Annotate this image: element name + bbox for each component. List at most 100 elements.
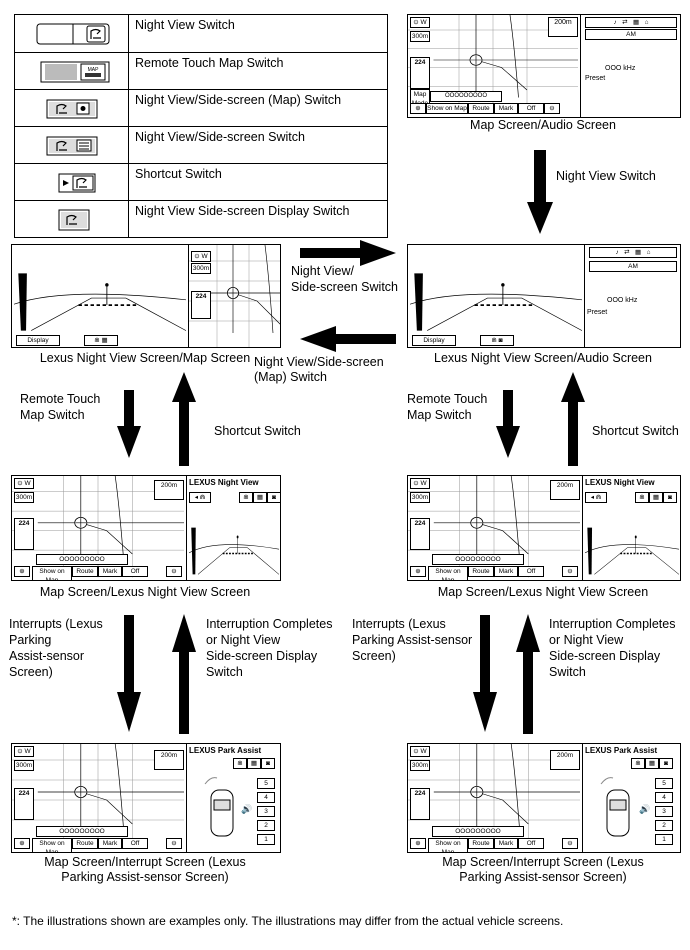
route-button[interactable]: Route (72, 838, 98, 849)
level-4: 4 (655, 792, 673, 803)
night-view-title: LEXUS Night View (189, 478, 259, 487)
caption-map-night-right: Map Screen/Lexus Night View Screen (437, 585, 649, 599)
zoom-in-button[interactable]: ⊕ (14, 838, 30, 849)
level-5: 5 (257, 778, 275, 789)
legend-icon-cell (15, 201, 129, 238)
night-view-side-icon[interactable]: ⋒ ▦ (84, 335, 118, 346)
route-button[interactable]: Route (72, 566, 98, 577)
label-shortcut: Shortcut Switch (592, 424, 679, 438)
mark-button[interactable]: Mark (98, 838, 122, 849)
mark-button[interactable]: Mark (494, 838, 518, 849)
map-night-view-screen-left: ⊙ W 300m 224 200m OOOOOOOOO ⊕ Show on Ma… (11, 475, 281, 581)
show-on-map-button[interactable]: Show on Map (32, 566, 72, 580)
route-button[interactable]: Route (468, 566, 494, 577)
speed-label: 224 (14, 518, 34, 550)
level-2: 2 (257, 820, 275, 831)
off-button[interactable]: Off (518, 838, 544, 849)
label-interrupts: Interrupts (Lexus (9, 617, 103, 631)
speed-label: 224 (410, 518, 430, 550)
arrow-right (300, 240, 396, 266)
arrow-down (117, 390, 141, 458)
label-completes: Interruption Completes (549, 617, 676, 631)
label-side-map-switch: Night View/Side-screen (254, 355, 384, 369)
scale-label: 300m (14, 760, 34, 771)
show-on-map-button[interactable]: Show on Map (426, 103, 468, 114)
off-button[interactable]: Off (518, 103, 544, 114)
label-completes: Interruption Completes (206, 617, 333, 631)
arrow-up (516, 614, 540, 734)
label-side-screen-switch: Side-screen Switch (291, 280, 398, 294)
mark-button[interactable]: Mark (98, 566, 122, 577)
off-button[interactable]: Off (518, 566, 544, 577)
zoom-in-button[interactable]: ⊕ (410, 103, 426, 114)
caption-night-audio: Lexus Night View Screen/Audio Screen (434, 351, 652, 365)
caption-interrupt-left: Parking Assist-sensor Screen) (61, 870, 229, 884)
level-3: 3 (257, 806, 275, 817)
side-map: ⊙ W 300m 224 (188, 245, 280, 347)
map-night-view-screen-right: ⊙ W 300m 224 200m OOOOOOOOO ⊕ Show on Ma… (407, 475, 681, 581)
show-on-map-button[interactable]: Show on Map (428, 838, 468, 852)
mark-button[interactable]: Mark (494, 103, 518, 114)
legend-row: Night View Side-screen Display Switch (15, 200, 387, 238)
label-remote-touch: Map Switch (20, 408, 85, 422)
footnote: *: The illustrations shown are examples … (12, 914, 564, 928)
audio-panel: ♪ ⇄ ▦ ⌂ AM OOO kHz Preset (580, 15, 680, 117)
night-view-side-icon (46, 136, 98, 156)
mark-button[interactable]: Mark (494, 566, 518, 577)
preset-label: Preset (587, 309, 608, 316)
label-interrupts: Screen) (9, 665, 53, 679)
show-on-map-button[interactable]: Show on Map (428, 566, 468, 580)
level-3: 3 (655, 806, 673, 817)
label-night-view-switch: Night View Switch (556, 169, 656, 183)
zoom-out-button[interactable]: ⊖ (562, 838, 578, 849)
night-view-side-map-icon[interactable]: ⋒ ◙ (480, 335, 514, 346)
legend-label: Remote Touch Map Switch (135, 56, 284, 70)
legend-icon-cell (15, 127, 129, 164)
zoom-out-button[interactable]: ⊖ (544, 103, 560, 114)
night-view-title: LEXUS Night View (585, 478, 655, 487)
distance-label: 200m (548, 17, 578, 37)
show-on-map-button[interactable]: Show on Map (32, 838, 72, 852)
zoom-out-button[interactable]: ⊖ (166, 838, 182, 849)
interrupt-screen-right: ⊙ W 300m 224 200m OOOOOOOOO ⊕ Show on Ma… (407, 743, 681, 853)
display-button[interactable]: Display (412, 335, 456, 346)
route-button[interactable]: Route (468, 103, 494, 114)
label-remote-touch: Map Switch (407, 408, 472, 422)
frequency-label: OOO kHz (605, 65, 636, 72)
off-button[interactable]: Off (122, 566, 148, 577)
label-remote-touch: Remote Touch (407, 392, 488, 406)
label-completes: Side-screen Display (206, 649, 318, 663)
arrow-up (172, 372, 196, 466)
car-icon (600, 777, 630, 837)
zoom-out-button[interactable]: ⊖ (562, 566, 578, 577)
road-name-bar: OOOOOOOOO (36, 554, 128, 565)
zoom-in-button[interactable]: ⊕ (410, 838, 426, 849)
label-completes: or Night View (206, 633, 281, 647)
legend-icon-cell (15, 164, 129, 201)
level-1: 1 (257, 834, 275, 845)
legend-row: Night View Switch (15, 15, 387, 52)
caption-night-map: Lexus Night View Screen/Map Screen (39, 351, 251, 365)
distance-label: 200m (550, 750, 580, 770)
label-shortcut: Shortcut Switch (214, 424, 301, 438)
night-view-side-panel: LEXUS Night View ◂ ⋒ ⋒ ▦ ◙ (186, 476, 280, 580)
park-assist-title: LEXUS Park Assist (189, 746, 262, 755)
zoom-in-button[interactable]: ⊕ (410, 566, 426, 577)
legend-row: Night View/Side-screen (Map) Switch (15, 89, 387, 127)
compass-button[interactable]: ⊙ W (410, 17, 430, 28)
zoom-in-button[interactable]: ⊕ (14, 566, 30, 577)
distance-label: 200m (154, 480, 184, 500)
route-button[interactable]: Route (468, 838, 494, 849)
zoom-out-button[interactable]: ⊖ (166, 566, 182, 577)
arrow-up (172, 614, 196, 734)
legend-icon-cell: MAP (15, 53, 129, 90)
speed-label: 224 (410, 57, 430, 89)
interrupt-screen-left: ⊙ W 300m 224 200m OOOOOOOOO ⊕ Show on Ma… (11, 743, 281, 853)
label-completes: Switch (206, 665, 243, 679)
label-interrupts: Parking Assist-sensor (352, 633, 473, 647)
label-interrupts: Interrupts (Lexus (352, 617, 446, 631)
frequency-label: OOO kHz (607, 297, 638, 304)
map-audio-screen: ⊙ W 300m 224 Map Mode 200m OOOOOOOOO ⊕ S… (407, 14, 681, 118)
display-button[interactable]: Display (16, 335, 60, 346)
off-button[interactable]: Off (122, 838, 148, 849)
